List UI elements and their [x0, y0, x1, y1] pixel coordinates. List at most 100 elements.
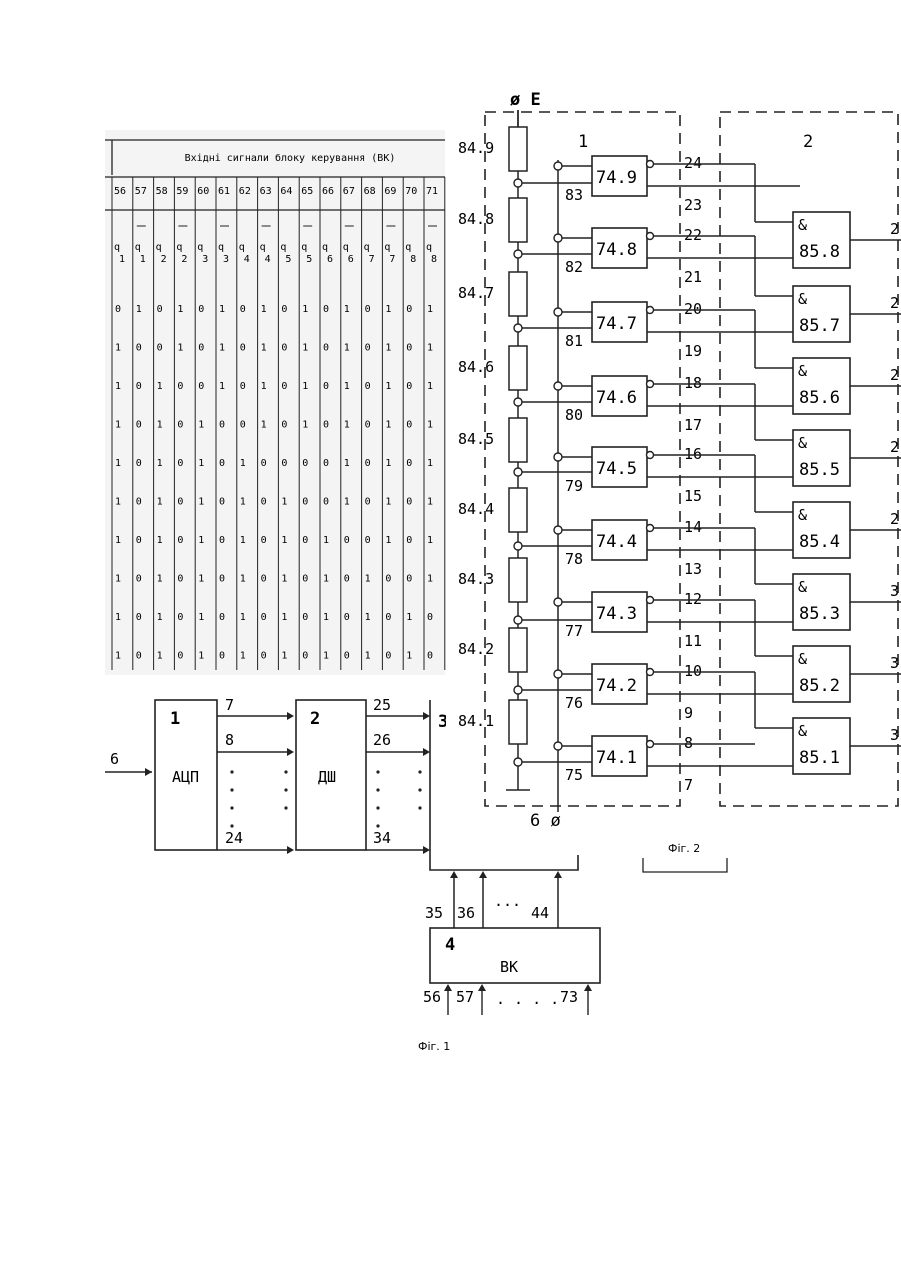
table-cell: 1	[344, 381, 350, 392]
table-cell: 0	[406, 458, 412, 469]
fig1-caption: Фіг. 1	[418, 1040, 450, 1053]
table-cell: 0	[136, 458, 142, 469]
table-q-subscript: 1	[119, 254, 125, 265]
table-cell: 1	[344, 497, 350, 508]
comparator-label: 74.2	[596, 676, 637, 696]
and-gate-label: 85.3	[799, 604, 840, 624]
table-q-letter: q	[260, 242, 266, 253]
table-cell: 0	[385, 651, 391, 662]
table-cell: 0	[136, 381, 142, 392]
divider-resistor	[509, 700, 527, 744]
and-gate-label: 85.1	[799, 748, 840, 768]
table-cell: 0	[177, 458, 183, 469]
table-cell: 0	[385, 612, 391, 623]
divider-resistor	[509, 628, 527, 672]
table-q-letter: q	[156, 242, 162, 253]
table-cell: 1	[177, 343, 183, 354]
table-cell: 1	[323, 574, 329, 585]
table-q-subscript: 6	[348, 254, 354, 265]
table-col-number: 68	[364, 186, 376, 197]
table-cell: 0	[406, 343, 412, 354]
table-cell: 1	[365, 651, 371, 662]
table-cell: 0	[177, 612, 183, 623]
table-cell: 1	[365, 574, 371, 585]
table-cell: 0	[406, 304, 412, 315]
table-cell: 1	[198, 497, 204, 508]
table-cell: 1	[157, 420, 163, 431]
table-cell: 0	[427, 612, 433, 623]
table-cell: 1	[157, 535, 163, 546]
table-cell: 1	[323, 651, 329, 662]
out-25-label: 25	[373, 696, 391, 714]
comparator-label: 74.1	[596, 748, 637, 768]
block-4-number: 4	[445, 935, 455, 955]
fig2-caption: Фіг. 2	[668, 842, 700, 855]
table-cell: 1	[302, 420, 308, 431]
table-q-subscript: 6	[327, 254, 333, 265]
inverting-output	[647, 597, 654, 604]
table-cell: 0	[136, 574, 142, 585]
table-cell: 1	[302, 381, 308, 392]
table-cell: 0	[385, 574, 391, 585]
table-title: Вхідні сигнали блоку керування (ВК)	[185, 152, 396, 164]
comparator-out-label: 19	[684, 342, 702, 360]
table-cell: 1	[385, 343, 391, 354]
table-cell: 1	[385, 458, 391, 469]
divider-node	[514, 250, 522, 258]
inverting-output	[647, 669, 654, 676]
table-cell: 1	[427, 420, 433, 431]
table-cell: 1	[344, 458, 350, 469]
table-cell: 0	[365, 458, 371, 469]
table-cell: 0	[261, 497, 267, 508]
table-q-subscript: 4	[244, 254, 250, 265]
table-cell: 1	[344, 343, 350, 354]
table-cell: 1	[344, 304, 350, 315]
table-cell: 1	[281, 651, 287, 662]
table-cell: 1	[344, 420, 350, 431]
table-cell: 0	[406, 420, 412, 431]
and-gate-label: 85.8	[799, 242, 840, 262]
bus-dots-2	[376, 770, 421, 827]
table-cell: 1	[385, 381, 391, 392]
table-cell: 0	[323, 381, 329, 392]
divider-resistor	[509, 127, 527, 171]
table-cell: 1	[240, 458, 246, 469]
table-cell: 0	[136, 535, 142, 546]
table-cell: 0	[261, 458, 267, 469]
supply-label: ø E	[510, 90, 541, 110]
and-gate-symbol: &	[798, 650, 807, 668]
table-cell: 1	[115, 651, 121, 662]
inverting-output	[647, 161, 654, 168]
reference-node	[554, 742, 562, 750]
and-gate-label: 85.6	[799, 388, 840, 408]
table-cell: 0	[365, 381, 371, 392]
divider-label: 84.1	[458, 712, 494, 730]
comparator-out-label: 7	[684, 776, 693, 794]
divider-node	[514, 686, 522, 694]
table-cell: 0	[240, 381, 246, 392]
table-cell: 0	[240, 420, 246, 431]
table-cell: 1	[240, 651, 246, 662]
table-cell: 1	[385, 535, 391, 546]
comparator-label: 74.7	[596, 314, 637, 334]
divider-resistor	[509, 558, 527, 602]
table-cell: 0	[136, 420, 142, 431]
table-q-letter: q	[114, 242, 120, 253]
table-cell: 0	[323, 458, 329, 469]
reference-node	[554, 670, 562, 678]
table-cell: 0	[406, 535, 412, 546]
reference-node-label: 83	[565, 186, 583, 204]
table-cell: 0	[115, 304, 121, 315]
block-1-name: АЦП	[172, 768, 199, 786]
out-8-label: 8	[225, 731, 234, 749]
table-cell: 1	[427, 458, 433, 469]
table-cell: 1	[115, 343, 121, 354]
table-q-subscript: 3	[223, 254, 229, 265]
table-cell: 0	[136, 343, 142, 354]
table-col-number: 69	[384, 186, 396, 197]
reference-node	[554, 162, 562, 170]
table-q-letter: q	[197, 242, 203, 253]
table-cell: 0	[261, 574, 267, 585]
right-edge-label: 3	[890, 726, 899, 744]
